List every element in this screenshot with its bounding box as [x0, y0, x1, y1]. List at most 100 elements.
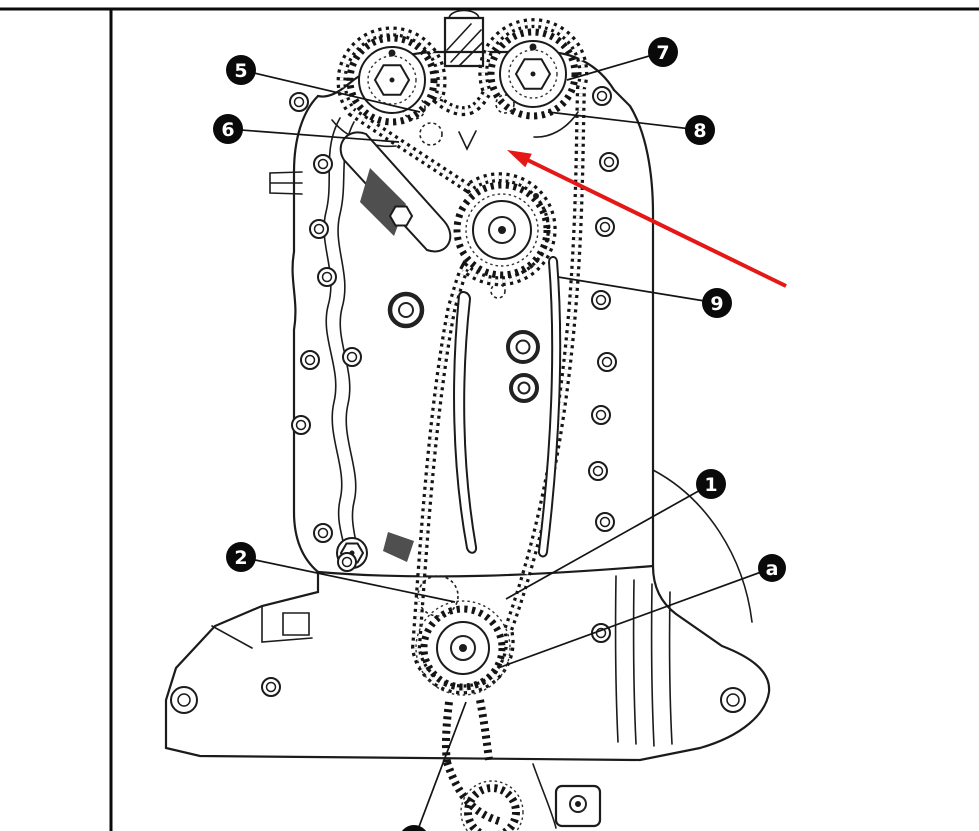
callout-9: 9	[557, 276, 732, 318]
callout-label: 6	[221, 119, 234, 141]
top-tensioner-body	[443, 16, 485, 68]
timing-mark-right	[495, 94, 515, 114]
callout-partial	[402, 701, 467, 831]
bolt-hole-inner	[726, 693, 740, 707]
crank-hub	[450, 635, 476, 661]
callout-badge	[702, 288, 732, 318]
leader-line	[227, 128, 400, 143]
callout-2: 2	[226, 542, 456, 603]
chain-guide-right	[537, 256, 562, 558]
bolt-hole-inner	[595, 409, 607, 421]
timing-mark-left	[402, 96, 426, 120]
leader-line	[240, 556, 456, 603]
bolt-hole	[291, 415, 311, 435]
callout-label: 1	[704, 474, 717, 496]
leader-line	[566, 51, 664, 81]
bolt-hole-inner	[595, 627, 607, 639]
leader-line	[547, 111, 701, 131]
chain-links	[339, 21, 585, 692]
bolt-holes	[170, 86, 746, 714]
bolt-hole	[588, 461, 608, 481]
middle-hub	[488, 216, 516, 244]
bolt-hole-inner	[317, 158, 329, 170]
bolt-hole	[720, 687, 746, 713]
red-arrow-head	[507, 150, 532, 168]
bolt-hole-inner	[596, 90, 608, 102]
bolt-hole-inner	[592, 465, 604, 477]
left-channel-outer	[323, 117, 347, 567]
bolt-hole-inner	[346, 351, 358, 363]
bolt-hole-inner	[177, 693, 191, 707]
top-tensioner	[443, 9, 485, 68]
callout-7: 7	[566, 37, 678, 81]
callout-label: 8	[693, 120, 706, 142]
tensioner-bracket	[339, 131, 452, 253]
callout-label: 5	[234, 60, 247, 82]
ring-bolt-upper	[387, 291, 425, 329]
callout-badge	[685, 115, 715, 145]
tensioner-arm	[339, 131, 452, 253]
pump-bracket-bolt	[569, 795, 587, 813]
pump-chain-bottom	[443, 760, 504, 826]
bolt-hole	[342, 347, 362, 367]
red-arrow-shaft	[524, 156, 787, 288]
bell-housing-arc	[652, 469, 753, 623]
bolt-hole	[313, 154, 333, 174]
cam-left-mark	[388, 49, 396, 57]
cam-sprocket-right	[487, 28, 579, 120]
bolt-hole	[595, 217, 615, 237]
bolt-hole-inner	[601, 356, 613, 368]
callout-label: 2	[234, 547, 247, 569]
case-split-line	[316, 564, 655, 578]
lower-left-step	[211, 605, 313, 649]
crank-teeth	[420, 605, 506, 691]
left-channel-inner	[337, 121, 359, 567]
crank-center-dot	[459, 644, 467, 652]
bolt-hole	[337, 552, 357, 572]
middle-mark-dot	[533, 193, 539, 199]
pump-chain-right	[476, 699, 493, 761]
cam-right-teeth	[487, 28, 579, 120]
ring-bolt-mid	[506, 330, 540, 364]
ring-bolt-low-inner	[517, 381, 531, 395]
ring-bolt-mid-inner	[515, 339, 531, 355]
callout-badge	[402, 825, 426, 831]
leader-line	[557, 276, 718, 304]
middle-teeth	[453, 181, 551, 279]
leader-line	[240, 69, 421, 113]
chain-guide-left	[453, 291, 478, 554]
top-tensioner-cap	[448, 9, 480, 19]
bolt-hole-inner	[321, 271, 333, 283]
callout-6: 6	[213, 114, 400, 144]
dark-fitting	[383, 532, 414, 562]
cam-sensor-dotted	[419, 122, 443, 146]
callout-layer: 5 6 7 8 9 1 2 a	[213, 37, 786, 831]
engine-illustration	[164, 9, 771, 831]
bolt-hole	[170, 686, 198, 714]
bolt-hole	[595, 512, 615, 532]
bolt-hole-inner	[265, 681, 277, 693]
head-vee	[458, 130, 477, 151]
bolt-hole	[300, 350, 320, 370]
cam-sprocket-left	[346, 34, 438, 126]
bolt-hole	[317, 267, 337, 287]
bolt-hole-inner	[295, 419, 307, 431]
cam-left-center-dot	[389, 77, 395, 83]
bolt-hole-inner	[313, 223, 325, 235]
cam-right-center-dot	[530, 71, 536, 77]
callout-5: 5	[226, 55, 421, 113]
left-tab	[269, 171, 303, 195]
bottom-oil-pump	[460, 763, 602, 831]
rib-2	[632, 579, 637, 745]
callout-a: a	[497, 554, 786, 669]
rib-3	[650, 583, 655, 747]
chain-guides	[453, 256, 562, 558]
ring-bolt-upper-inner	[398, 302, 414, 318]
callout-label: 7	[656, 42, 669, 64]
callout-8: 8	[547, 111, 715, 145]
rib-4	[668, 591, 673, 745]
callout-badge	[758, 554, 786, 582]
bolt-hole	[289, 92, 309, 112]
